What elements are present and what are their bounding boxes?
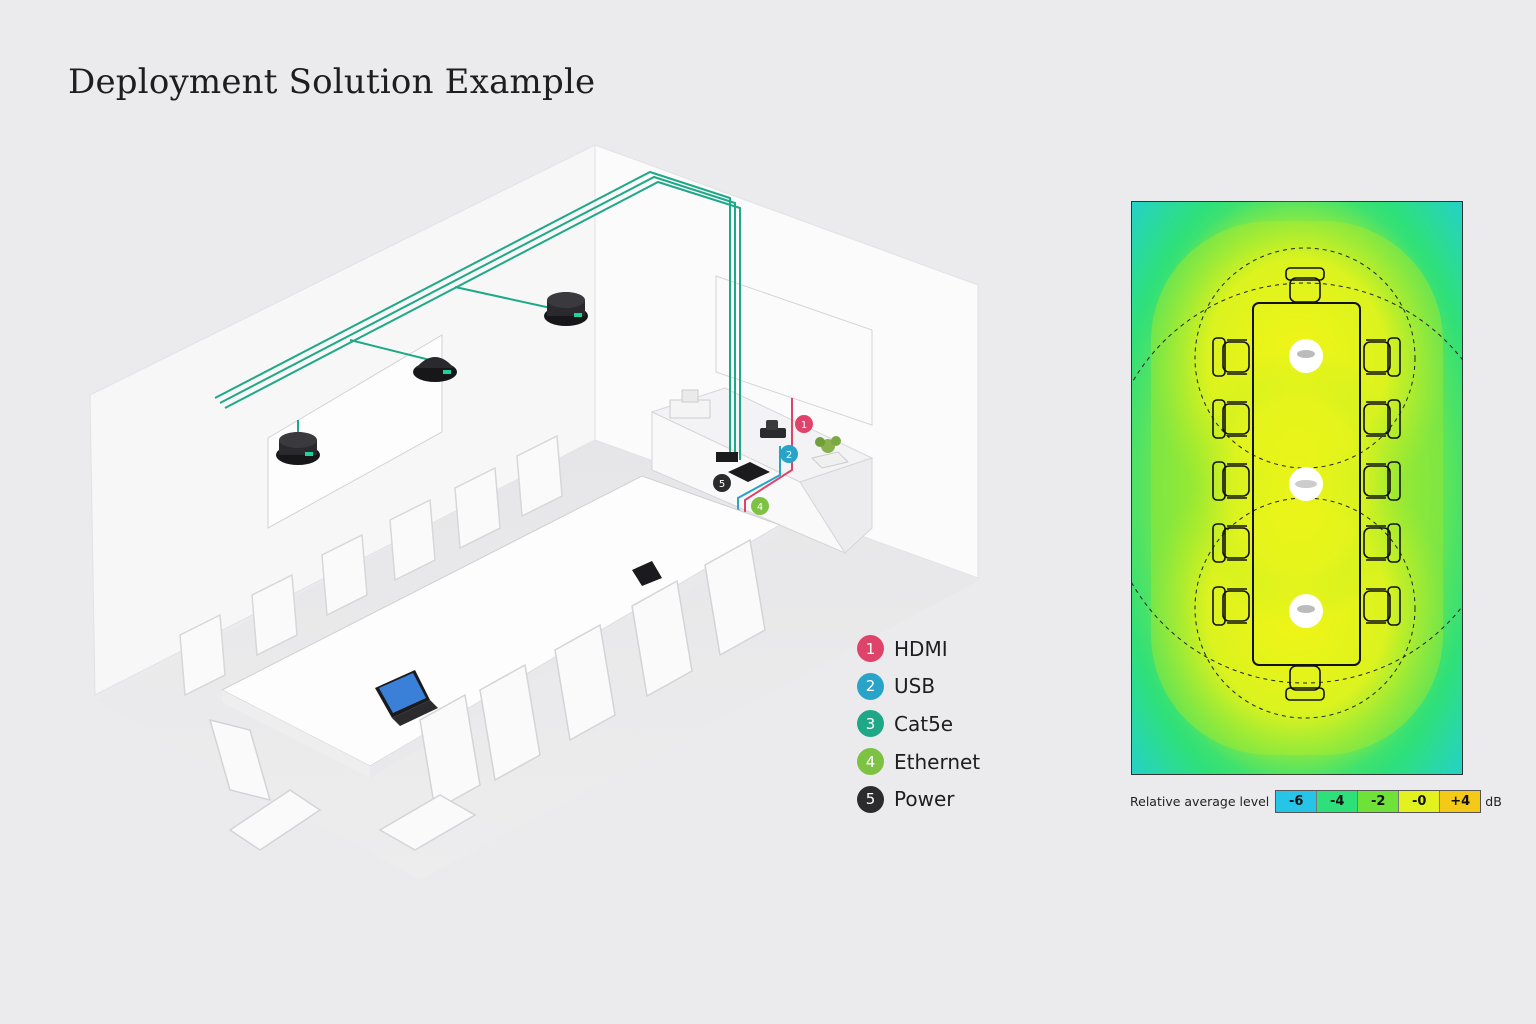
svg-text:1: 1 xyxy=(801,420,807,431)
level-scale: Relative average level -6 -4 -2 -0 +4 dB xyxy=(1130,789,1502,813)
legend-label: USB xyxy=(894,674,936,699)
scale-cell: -6 xyxy=(1276,790,1318,812)
scale-cell: -4 xyxy=(1317,790,1359,812)
legend-badge: 1 xyxy=(857,635,884,663)
legend-label: Power xyxy=(894,787,955,812)
processor-device xyxy=(728,462,770,482)
legend-label: HDMI xyxy=(894,636,948,661)
camera-device xyxy=(760,428,786,438)
left-whiteboard xyxy=(267,334,443,529)
legend-label: Ethernet xyxy=(894,749,981,774)
svg-text:4: 4 xyxy=(757,502,763,513)
cable-legend: 1 HDMI 2 USB 3 Cat5e 4 Ethernet 5 Power xyxy=(857,630,980,818)
svg-text:5: 5 xyxy=(719,479,725,490)
scale-cells: -6 -4 -2 -0 +4 xyxy=(1275,789,1482,813)
chairs-back-row xyxy=(179,434,563,697)
hub-device xyxy=(716,452,738,462)
legend-badge: 4 xyxy=(857,748,884,776)
heatmap-mic-icons xyxy=(1289,339,1323,628)
cat5e-cable-run xyxy=(214,170,741,602)
svg-text:2: 2 xyxy=(786,450,792,461)
legend-badge: 3 xyxy=(857,710,884,738)
page-title: Deployment Solution Example xyxy=(68,62,596,102)
legend-item-cat5e: 3 Cat5e xyxy=(857,705,980,743)
tv-display xyxy=(715,275,873,426)
legend-badge: 5 xyxy=(857,785,884,813)
heatmap-table xyxy=(1252,302,1361,666)
scale-unit: dB xyxy=(1485,793,1502,809)
legend-item-hdmi: 1 HDMI xyxy=(857,630,980,668)
scale-cell: -2 xyxy=(1358,790,1400,812)
legend-label: Cat5e xyxy=(894,711,954,736)
scale-cell: +4 xyxy=(1440,790,1481,812)
legend-item-power: 5 Power xyxy=(857,780,980,818)
legend-item-usb: 2 USB xyxy=(857,668,980,706)
ceiling-microphone-2 xyxy=(413,357,457,382)
legend-badge: 2 xyxy=(857,672,884,700)
legend-item-ethernet: 4 Ethernet xyxy=(857,743,980,781)
scale-cell: -0 xyxy=(1399,790,1441,812)
ceiling-microphone-1 xyxy=(276,432,320,465)
scale-label: Relative average level xyxy=(1130,793,1270,809)
laptop xyxy=(375,670,438,726)
ceiling-microphone-3 xyxy=(544,292,588,326)
chairs-front-row xyxy=(208,538,766,851)
touch-panel xyxy=(632,561,662,586)
coverage-heatmap xyxy=(1131,201,1463,775)
